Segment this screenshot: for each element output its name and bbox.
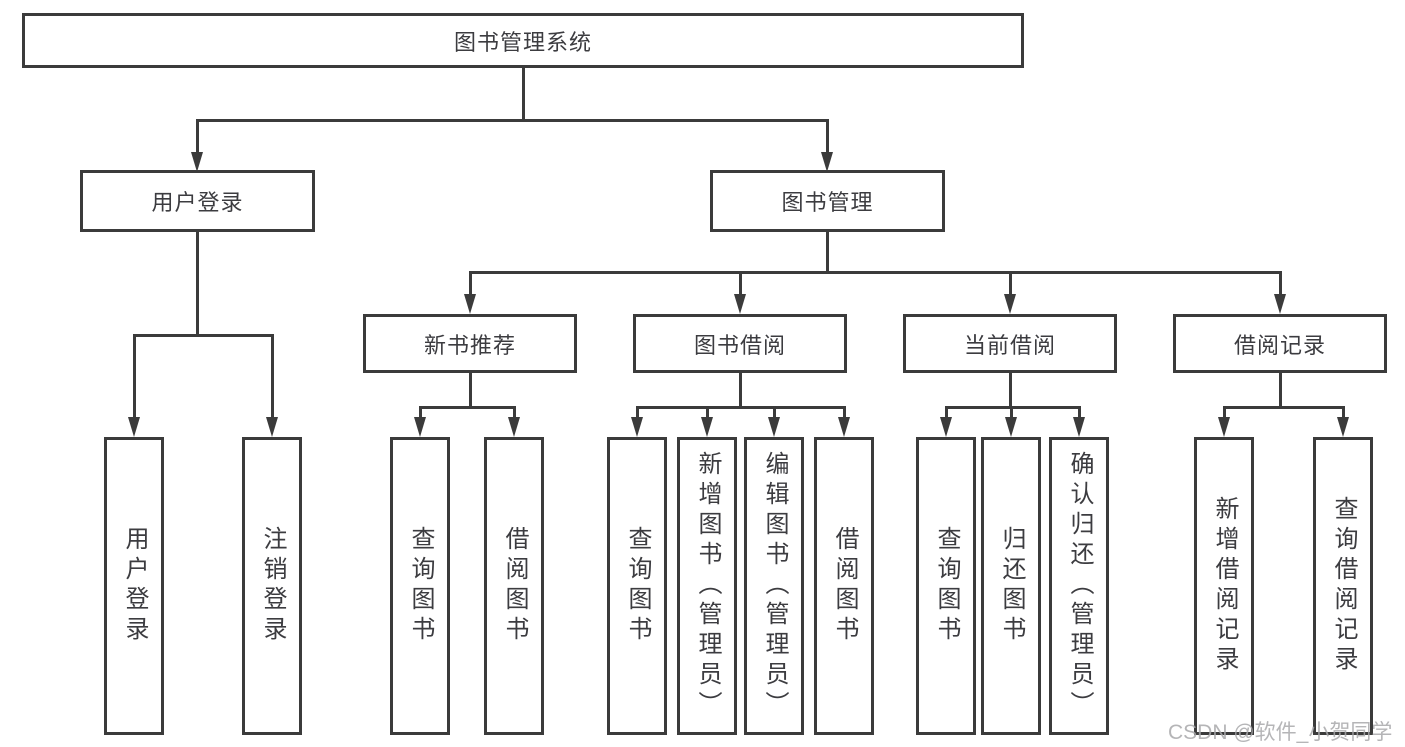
connector-line [825, 232, 829, 272]
connector-line [738, 272, 742, 296]
leaf-logout-label: 注销登录 [259, 526, 286, 646]
leaf-borrow-books-1: 借阅图书 [484, 437, 544, 735]
connector-line [1008, 272, 1012, 296]
arrow-down-icon [734, 294, 746, 314]
leaf-user-login: 用户登录 [104, 437, 164, 735]
connector-line [738, 373, 742, 407]
arrow-down-icon [508, 417, 520, 437]
node-current-borrow: 当前借阅 [903, 314, 1117, 373]
connector-line [635, 405, 846, 409]
connector-line [132, 335, 136, 419]
arrow-down-icon [1005, 417, 1017, 437]
connector-line [944, 407, 948, 419]
connector-line [468, 270, 1282, 274]
leaf-add-books-admin-label: 新增图书（管理员） [694, 451, 721, 721]
node-library-system: 图书管理系统 [22, 13, 1024, 68]
connector-line [418, 407, 422, 419]
node-current-borrow-label: 当前借阅 [963, 332, 1056, 358]
leaf-borrow-books-2-label: 借阅图书 [831, 526, 858, 646]
leaf-add-borrow-record: 新增借阅记录 [1194, 437, 1254, 735]
leaf-return-books-label: 归还图书 [998, 526, 1025, 646]
node-library-system-label: 图书管理系统 [453, 29, 592, 55]
connector-line [521, 68, 525, 120]
node-new-book-recommend: 新书推荐 [363, 314, 577, 373]
leaf-user-login-label: 用户登录 [121, 526, 148, 646]
arrow-down-icon [940, 417, 952, 437]
arrow-down-icon [631, 417, 643, 437]
leaf-query-books-2: 查询图书 [607, 437, 667, 735]
arrow-down-icon [701, 417, 713, 437]
leaf-query-books-3-label: 查询图书 [933, 526, 960, 646]
leaf-logout: 注销登录 [242, 437, 302, 735]
connector-line [195, 118, 829, 122]
connector-line [1278, 373, 1282, 407]
arrow-down-icon [1073, 417, 1085, 437]
node-user-login-label: 用户登录 [151, 190, 244, 215]
arrow-down-icon [1218, 417, 1230, 437]
connector-line [512, 407, 516, 419]
connector-line [418, 405, 516, 409]
csdn-watermark: CSDN @软件_小贺同学 [1168, 721, 1393, 744]
arrow-down-icon [128, 417, 140, 437]
node-new-book-recommend-label: 新书推荐 [423, 332, 516, 358]
connector-line [1222, 407, 1226, 419]
leaf-edit-books-admin: 编辑图书（管理员） [744, 437, 804, 735]
connector-line [1077, 407, 1081, 419]
arrow-down-icon [838, 417, 850, 437]
leaf-query-books-1-label: 查询图书 [407, 526, 434, 646]
arrow-down-icon [266, 417, 278, 437]
leaf-confirm-return-admin: 确认归还（管理员） [1049, 437, 1109, 735]
node-user-login: 用户登录 [80, 170, 315, 232]
connector-line [132, 333, 274, 337]
leaf-query-books-1: 查询图书 [390, 437, 450, 735]
connector-line [1278, 272, 1282, 296]
node-book-management: 图书管理 [710, 170, 945, 232]
arrow-down-icon [464, 294, 476, 314]
connector-line [1222, 405, 1345, 409]
connector-line [270, 335, 274, 419]
arrow-down-icon [191, 152, 203, 172]
arrow-down-icon [1004, 294, 1016, 314]
arrow-down-icon [768, 417, 780, 437]
connector-line [1008, 373, 1012, 407]
connector-line [468, 272, 472, 296]
arrow-down-icon [414, 417, 426, 437]
leaf-borrow-books-2: 借阅图书 [814, 437, 874, 735]
node-borrow-records: 借阅记录 [1173, 314, 1387, 373]
leaf-query-borrow-record-label: 查询借阅记录 [1330, 496, 1357, 676]
leaf-return-books: 归还图书 [981, 437, 1041, 735]
connector-line [635, 407, 639, 419]
leaf-add-books-admin: 新增图书（管理员） [677, 437, 737, 735]
connector-line [195, 232, 199, 335]
leaf-add-borrow-record-label: 新增借阅记录 [1211, 496, 1238, 676]
connector-line [705, 407, 709, 419]
leaf-borrow-books-1-label: 借阅图书 [501, 526, 528, 646]
connector-line [195, 120, 199, 154]
leaf-query-borrow-record: 查询借阅记录 [1313, 437, 1373, 735]
leaf-query-books-2-label: 查询图书 [624, 526, 651, 646]
arrow-down-icon [1274, 294, 1286, 314]
connector-line [842, 407, 846, 419]
node-book-borrow-label: 图书借阅 [693, 332, 786, 358]
arrow-down-icon [1337, 417, 1349, 437]
connector-line [468, 373, 472, 407]
node-book-borrow: 图书借阅 [633, 314, 847, 373]
leaf-confirm-return-admin-label: 确认归还（管理员） [1066, 451, 1093, 721]
node-borrow-records-label: 借阅记录 [1233, 332, 1326, 358]
arrow-down-icon [821, 152, 833, 172]
connector-line [1341, 407, 1345, 419]
connector-line [1009, 407, 1013, 419]
connector-line [825, 120, 829, 154]
leaf-query-books-3: 查询图书 [916, 437, 976, 735]
node-book-management-label: 图书管理 [781, 190, 874, 215]
leaf-edit-books-admin-label: 编辑图书（管理员） [761, 451, 788, 721]
connector-line [944, 405, 1081, 409]
connector-line [772, 407, 776, 419]
